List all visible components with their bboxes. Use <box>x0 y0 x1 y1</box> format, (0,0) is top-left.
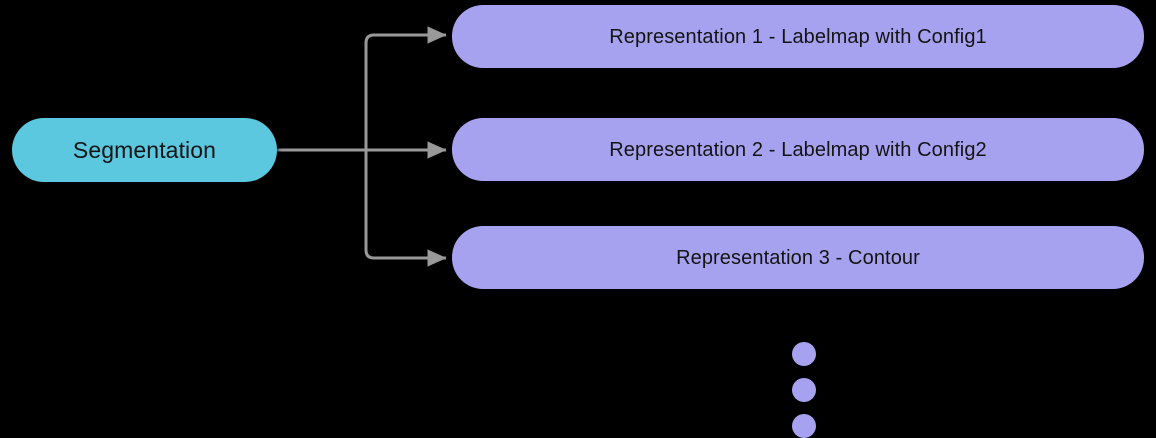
ellipsis-more-representations <box>792 342 816 438</box>
ellipsis-dot-icon <box>792 414 816 438</box>
node-representation-3-label: Representation 3 - Contour <box>676 246 920 269</box>
node-segmentation[interactable]: Segmentation <box>12 118 277 182</box>
node-representation-2[interactable]: Representation 2 - Labelmap with Config2 <box>452 118 1144 181</box>
node-segmentation-label: Segmentation <box>72 136 217 163</box>
connector-to-representation-3 <box>364 150 447 267</box>
node-representation-3[interactable]: Representation 3 - Contour <box>452 226 1144 289</box>
ellipsis-dot-icon <box>792 378 816 402</box>
ellipsis-dot-icon <box>792 342 816 366</box>
node-representation-1[interactable]: Representation 1 - Labelmap with Config1 <box>452 5 1144 68</box>
node-representation-1-label: Representation 1 - Labelmap with Config1 <box>609 25 987 48</box>
node-representation-2-label: Representation 2 - Labelmap with Config2 <box>609 138 987 161</box>
connector-to-representation-1 <box>364 26 447 150</box>
